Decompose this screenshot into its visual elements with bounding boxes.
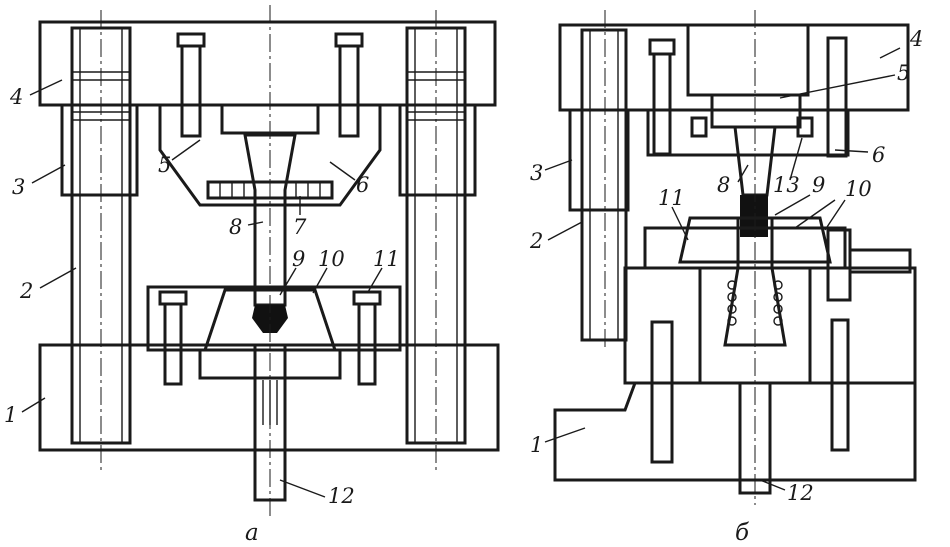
left-label-8: 8 xyxy=(229,215,242,239)
right-spring-right xyxy=(796,116,814,138)
right-blank-slug xyxy=(740,195,768,237)
right-view: 4 5 3 6 8 13 9 2 11 10 1 12 б xyxy=(529,10,923,546)
right-pin-lower-right xyxy=(826,228,852,302)
right-label-9: 9 xyxy=(812,173,825,197)
right-label-13: 13 xyxy=(773,173,800,197)
right-spring-left xyxy=(690,116,708,138)
right-caption: б xyxy=(735,520,750,546)
right-side-screw xyxy=(848,248,912,274)
right-label-3: 3 xyxy=(530,161,543,185)
left-label-3: 3 xyxy=(12,175,25,199)
left-punch-holder xyxy=(158,103,382,207)
right-lower-holder xyxy=(623,266,917,385)
right-pin-lower-right-rod xyxy=(830,318,850,452)
right-label-2: 2 xyxy=(529,229,543,253)
right-label-12: 12 xyxy=(787,481,814,505)
right-bushing xyxy=(568,108,630,212)
left-label-9: 9 xyxy=(292,247,305,271)
right-punch-holder xyxy=(646,108,850,157)
right-label-11: 11 xyxy=(658,186,685,210)
left-screw-top-left-shank xyxy=(180,44,202,138)
right-top-plate xyxy=(558,23,910,112)
left-label-5: 5 xyxy=(158,153,171,177)
right-screw-top-left-head xyxy=(648,38,676,56)
right-ram-block xyxy=(686,23,810,97)
right-label-6: 6 xyxy=(872,143,885,167)
left-base-plate xyxy=(38,343,500,452)
left-label-10: 10 xyxy=(318,247,345,271)
left-caption: a xyxy=(245,520,259,546)
left-label-1: 1 xyxy=(4,403,17,427)
left-bushing-left xyxy=(60,103,139,197)
right-base-plate xyxy=(553,381,917,482)
right-label-5: 5 xyxy=(897,61,910,85)
right-label-4: 4 xyxy=(909,27,923,51)
left-label-6: 6 xyxy=(356,173,369,197)
left-label-4: 4 xyxy=(9,85,23,109)
right-label-1: 1 xyxy=(530,433,543,457)
left-label-11: 11 xyxy=(373,247,400,271)
left-screw-bottom-left-head xyxy=(158,290,188,306)
right-pin-top-right xyxy=(826,36,848,158)
left-screw-bottom-right-head xyxy=(352,290,382,306)
left-screw-top-right xyxy=(334,32,364,48)
left-label-12: 12 xyxy=(328,484,355,508)
right-pillar xyxy=(580,28,628,342)
right-coil-spring xyxy=(727,280,783,326)
right-label-10: 10 xyxy=(845,177,872,201)
left-screw-top-right-shank xyxy=(338,44,360,138)
left-label-2: 2 xyxy=(19,279,33,303)
right-label-8: 8 xyxy=(717,173,730,197)
right-screw-lower-left xyxy=(650,320,674,464)
right-screw-top-left xyxy=(652,52,672,156)
right-die-ring xyxy=(678,216,832,264)
left-bushing-right xyxy=(398,103,477,197)
right-ejector-cone xyxy=(723,266,787,347)
left-screw-top-left xyxy=(176,32,206,48)
left-label-7: 7 xyxy=(293,215,307,239)
left-view: 4 3 2 1 5 6 7 8 9 10 11 12 a xyxy=(4,5,500,546)
left-top-plate xyxy=(38,20,497,107)
